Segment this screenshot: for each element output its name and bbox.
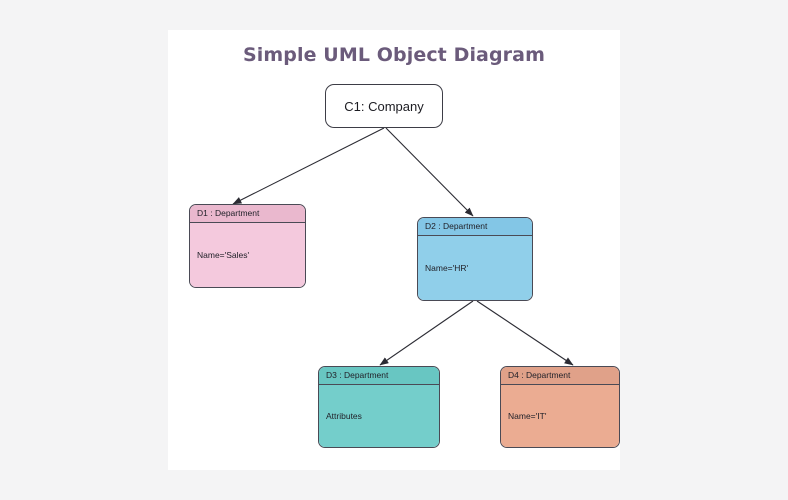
node-d1-department[interactable]: D1 : Department Name='Sales' bbox=[189, 204, 306, 288]
edge-d2-d4 bbox=[476, 300, 574, 366]
node-c1-label: C1: Company bbox=[344, 98, 424, 114]
node-d1-attribute: Name='Sales' bbox=[197, 250, 250, 260]
edge-d2-d3 bbox=[379, 300, 474, 366]
node-d2-department[interactable]: D2 : Department Name='HR' bbox=[417, 217, 533, 301]
node-d1-body: Name='Sales' bbox=[190, 223, 305, 287]
node-c1-company[interactable]: C1: Company bbox=[325, 84, 443, 128]
node-d2-header: D2 : Department bbox=[418, 218, 532, 236]
page-title: Simple UML Object Diagram bbox=[243, 44, 545, 66]
diagram-canvas: Simple UML Object Diagram C1: Company D1… bbox=[168, 30, 620, 470]
edge-c1-d2 bbox=[385, 127, 474, 217]
node-d2-attribute: Name='HR' bbox=[425, 263, 469, 273]
edge-c1-d1 bbox=[232, 127, 385, 205]
node-d4-body: Name='IT' bbox=[501, 385, 619, 447]
node-d3-header: D3 : Department bbox=[319, 367, 439, 385]
node-d4-attribute: Name='IT' bbox=[508, 411, 547, 421]
node-d4-header: D4 : Department bbox=[501, 367, 619, 385]
node-d4-department[interactable]: D4 : Department Name='IT' bbox=[500, 366, 620, 448]
node-d3-attribute: Attributes bbox=[326, 411, 362, 421]
node-d3-body: Attributes bbox=[319, 385, 439, 447]
node-d1-header: D1 : Department bbox=[190, 205, 305, 223]
node-d3-department[interactable]: D3 : Department Attributes bbox=[318, 366, 440, 448]
node-d2-body: Name='HR' bbox=[418, 236, 532, 300]
